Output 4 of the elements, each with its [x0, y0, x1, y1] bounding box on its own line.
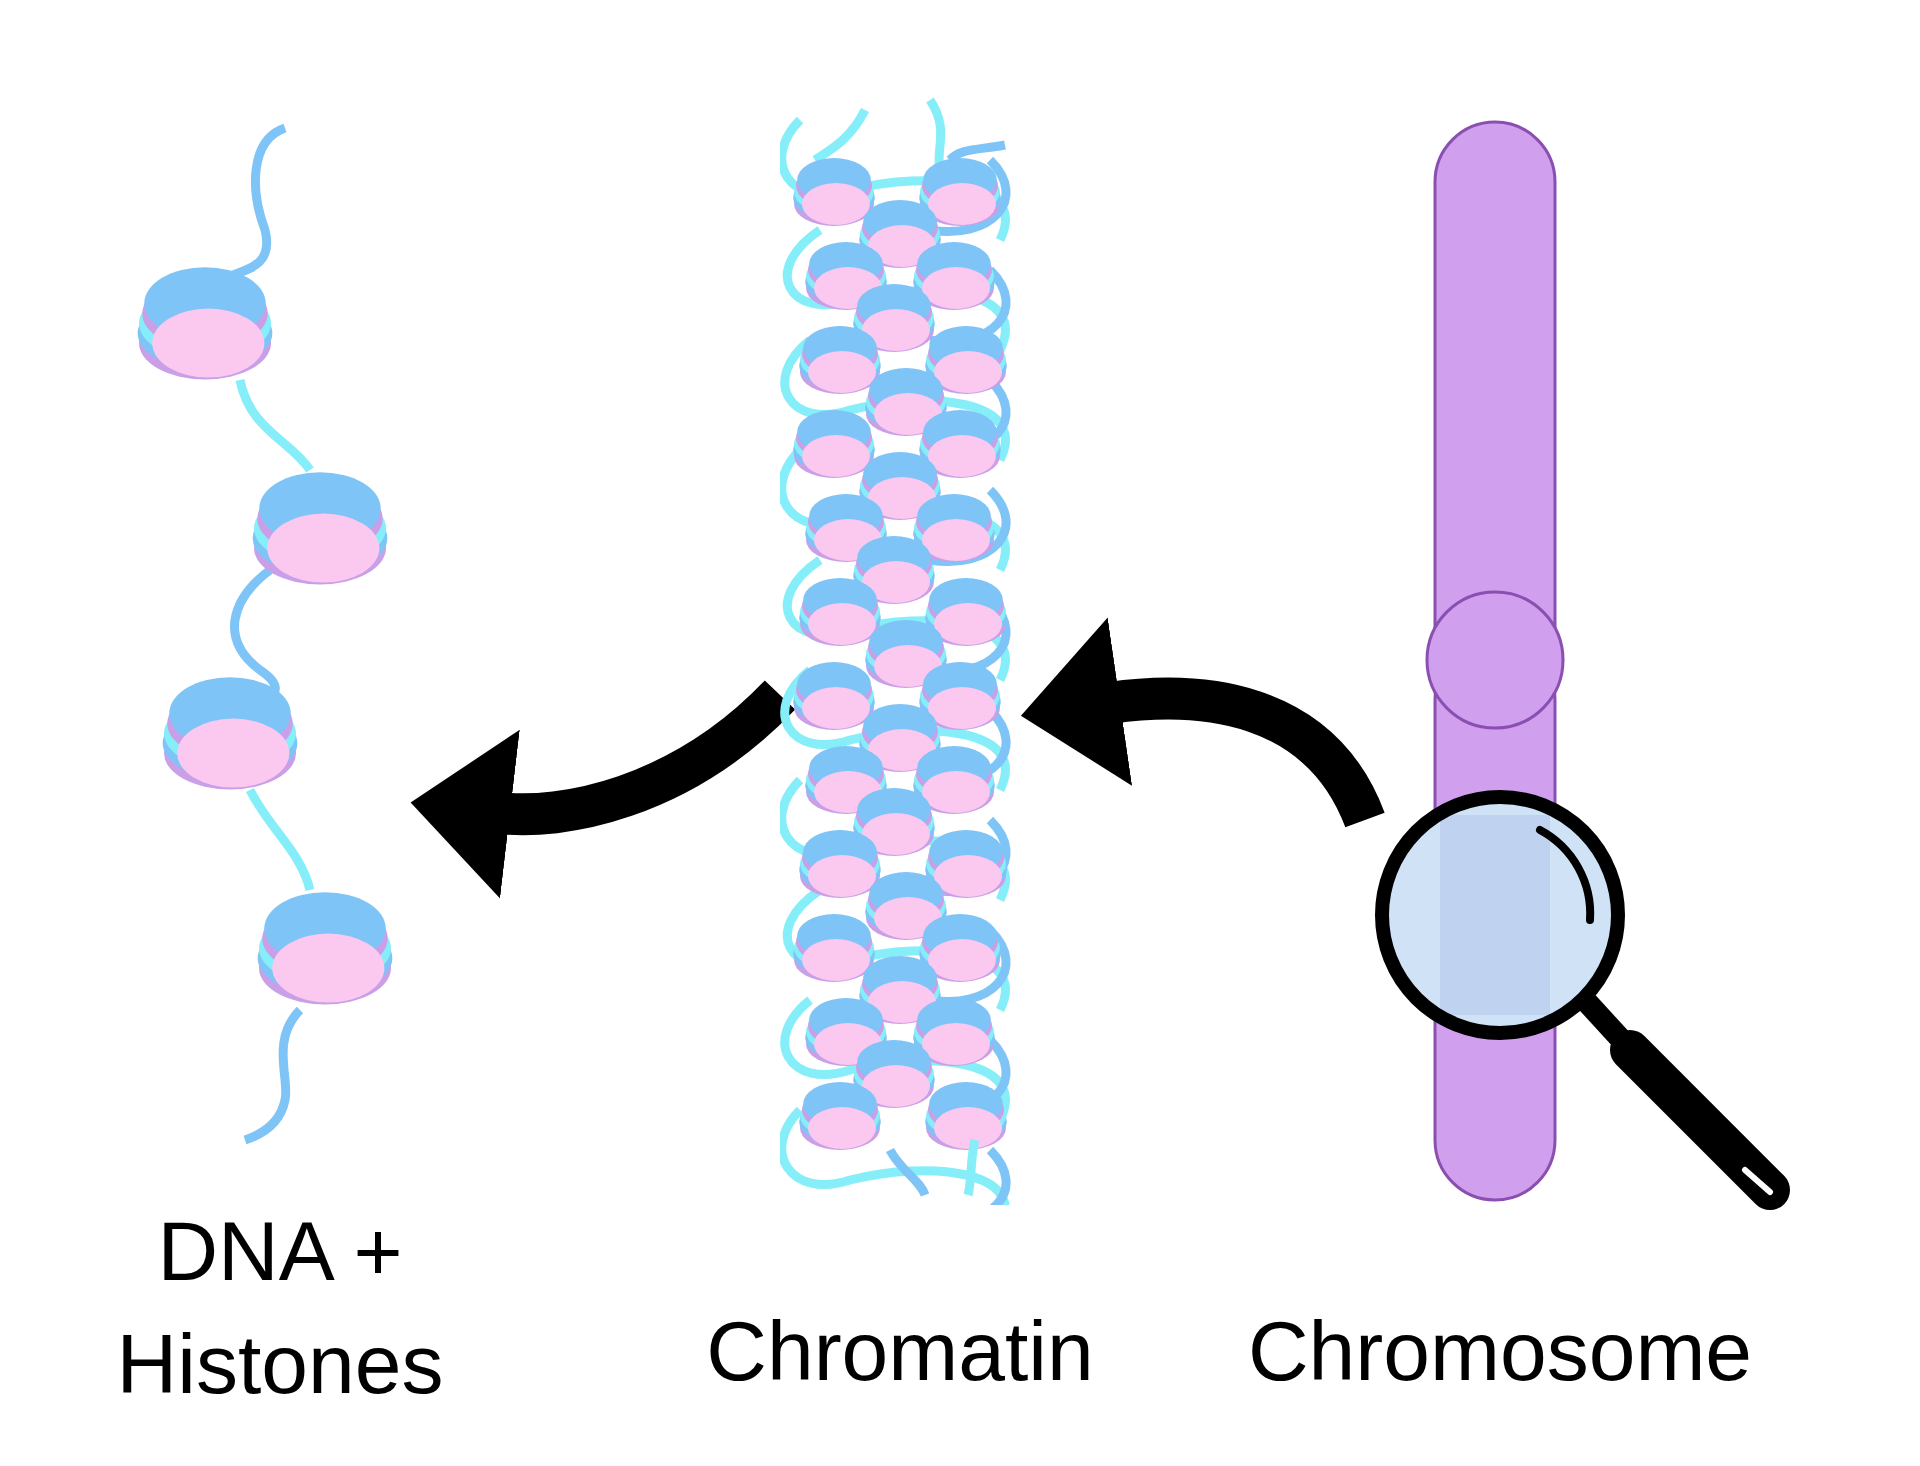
caption-label: DNA + Histones — [115, 1203, 445, 1414]
caption-label: Chromosome — [1246, 1303, 1754, 1400]
curved-arrow — [410, 679, 795, 899]
caption-label: Chromatin — [705, 1303, 1095, 1400]
